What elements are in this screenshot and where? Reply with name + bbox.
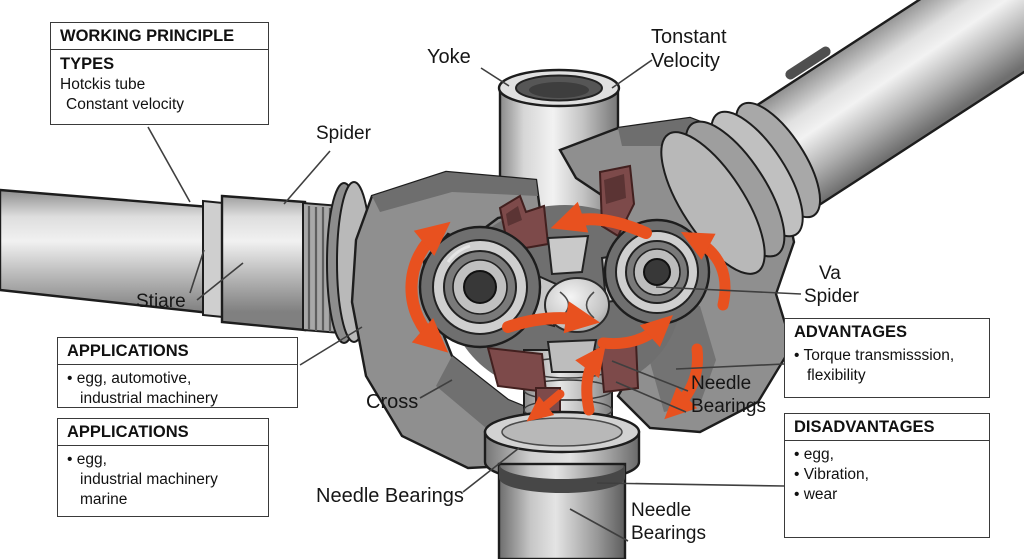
leader-needle-lower — [462, 447, 520, 493]
thread-lines — [307, 206, 339, 332]
arrow-center-right — [502, 301, 601, 334]
advantages-title: ADVANTAGES — [794, 323, 908, 341]
leader-stiare-1 — [189, 249, 205, 294]
leader-spider-upper — [283, 150, 331, 205]
leader-needle-right-1 — [611, 360, 689, 392]
list-item: industrial machinery — [80, 471, 218, 488]
label-line: Bearings — [631, 523, 706, 544]
label-va-spider: Va Spider — [804, 262, 859, 308]
label-line: Needle — [631, 500, 692, 521]
list-item: • Vibration, — [794, 466, 869, 483]
rotation-arrows — [405, 201, 731, 422]
arrow-mid-upright — [597, 314, 673, 350]
arrow-bottom-down — [664, 343, 704, 420]
label-spider-upper: Spider — [316, 123, 371, 144]
list-item: • Torque transmisssion, — [794, 347, 955, 364]
leader-applications-top — [299, 326, 363, 366]
applications-bottom-body: • egg, industrial machinery marine — [58, 446, 268, 516]
label-needle-bearings-right: Needle Bearings — [691, 372, 766, 418]
leader-needle-bottom — [569, 508, 629, 542]
leader-yoke — [480, 67, 510, 87]
label-constant-velocity: Tonstant Velocity — [651, 25, 727, 73]
leader-stiare-2 — [196, 262, 244, 301]
arrow-top-right — [680, 231, 731, 311]
arrow-bottom-up — [575, 344, 606, 416]
applications-top-title: APPLICATIONS — [58, 338, 297, 365]
leader-lines — [147, 59, 802, 542]
left-shaft — [0, 181, 372, 344]
flange-rings — [660, 101, 822, 275]
list-item: industrial machinery — [80, 390, 218, 407]
label-line: Needle — [691, 373, 752, 394]
list-item: • wear — [794, 486, 838, 503]
label-line: Va — [819, 263, 841, 284]
disadvantages-title: DISADVANTAGES — [785, 414, 989, 441]
working-principle-title: WORKING PRINCIPLE — [51, 23, 268, 50]
applications-bottom-title: APPLICATIONS — [58, 419, 268, 446]
type-item: Constant velocity — [66, 96, 185, 113]
types-heading: TYPES — [60, 55, 115, 73]
list-item: • egg, — [794, 446, 834, 463]
leader-constant-velocity — [611, 59, 653, 89]
working-principle-body: TYPES Hotckis tube Constant velocity — [51, 50, 268, 121]
applications-bottom-box: APPLICATIONS • egg, industrial machinery… — [57, 418, 269, 517]
working-principle-box: WORKING PRINCIPLE TYPES Hotckis tube Con… — [50, 22, 269, 125]
leader-disadvantages — [596, 482, 785, 487]
arrow-left-rotation — [405, 221, 451, 353]
label-line: Velocity — [651, 50, 720, 72]
arrow-bottom-left-small — [526, 389, 565, 422]
label-line: Spider — [804, 286, 859, 307]
list-item: • egg, — [67, 451, 107, 468]
label-stiare: Stiare — [136, 291, 186, 312]
leader-working-principle — [147, 126, 191, 203]
label-yoke: Yoke — [427, 46, 471, 68]
label-needle-bearings-bottom: Needle Bearings — [631, 499, 706, 545]
label-needle-bearings-lower: Needle Bearings — [316, 485, 464, 507]
disadvantages-body: • egg, • Vibration, • wear — [785, 441, 989, 511]
leader-cross — [419, 379, 453, 399]
disadvantages-box: DISADVANTAGES • egg, • Vibration, • wear — [784, 413, 990, 538]
advantages-box: ADVANTAGES • Torque transmisssion, flexi… — [784, 318, 990, 398]
label-line: Tonstant — [651, 26, 727, 48]
applications-top-body: • egg, automotive, industrial machinery — [58, 365, 297, 415]
type-item: Hotckis tube — [60, 76, 146, 93]
list-item: flexibility — [807, 367, 866, 384]
arrow-top-left — [550, 201, 652, 239]
shaft-slot — [785, 46, 831, 80]
list-item: marine — [80, 491, 128, 508]
bottom-shaft — [497, 462, 627, 559]
label-cross: Cross — [366, 391, 419, 413]
applications-top-box: APPLICATIONS • egg, automotive, industri… — [57, 337, 298, 408]
leader-advantages — [675, 363, 785, 370]
leader-va-spider — [655, 286, 802, 295]
advantages-body: • Torque transmisssion, flexibility — [785, 345, 989, 392]
leader-needle-right-2 — [615, 381, 687, 413]
label-line: Bearings — [691, 396, 766, 417]
list-item: • egg, automotive, — [67, 370, 192, 387]
